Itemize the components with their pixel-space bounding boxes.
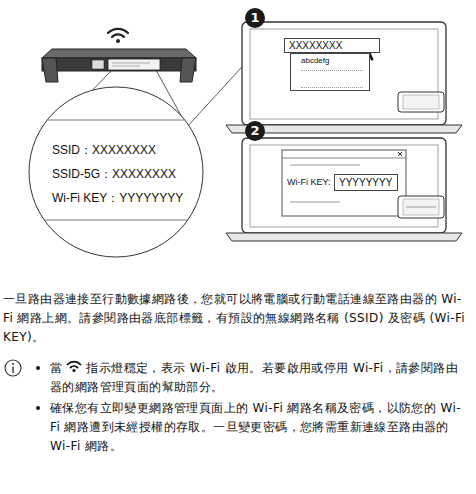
bullet-note: 當 指示燈穩定，表示 Wi-Fi 啟用。若要啟用或停用 Wi-Fi，請參閱路由器… — [50, 359, 468, 397]
router — [42, 49, 196, 82]
laptop — [226, 138, 462, 241]
node-text: XXXXXXXX — [289, 40, 361, 51]
note-text: 指示燈穩定，表示 Wi-Fi 啟用。若要啟用或停用 Wi-Fi，請參閱路由器的網… — [50, 361, 458, 394]
network-list: abcdefg — [290, 53, 370, 91]
node-text: SSID：XXXXXXXX — [52, 142, 204, 159]
key-field: YYYYYYYY — [334, 174, 398, 191]
field-label: Wi-Fi KEY: — [287, 177, 331, 187]
bullet-note: 確保您有立即變更網路管理頁面上的 Wi-Fi 網路名稱及密碼，以防您的 Wi-F… — [50, 399, 468, 456]
magnifier-circle: SSID：XXXXXXXX SSID-5G：XXXXXXXX Wi-Fi KEY：Y… — [28, 86, 204, 258]
wifi-symbol — [108, 29, 128, 37]
ssid-bar: XXXXXXXX — [284, 38, 380, 53]
laptop — [226, 22, 462, 133]
node-text: Wi-Fi KEY：YYYYYYYY — [52, 190, 204, 207]
note-text: 當 — [50, 361, 62, 375]
node-text: abcdefg — [301, 56, 365, 65]
bullet — [36, 406, 40, 410]
callout-number: 1 — [245, 8, 265, 28]
info-icon — [5, 360, 21, 376]
callout-number: 2 — [245, 121, 265, 141]
wifi-icon — [66, 359, 82, 373]
list-lines — [301, 70, 363, 88]
body-paragraph: 一旦路由器連接至行動數據網路後，您就可以將電腦或行動電話連線至路由器的 Wi-F… — [3, 290, 471, 347]
bullet — [36, 366, 40, 370]
node-text: YYYYYYYY — [339, 177, 393, 188]
node-text: SSID-5G：XXXXXXXX — [52, 166, 204, 183]
